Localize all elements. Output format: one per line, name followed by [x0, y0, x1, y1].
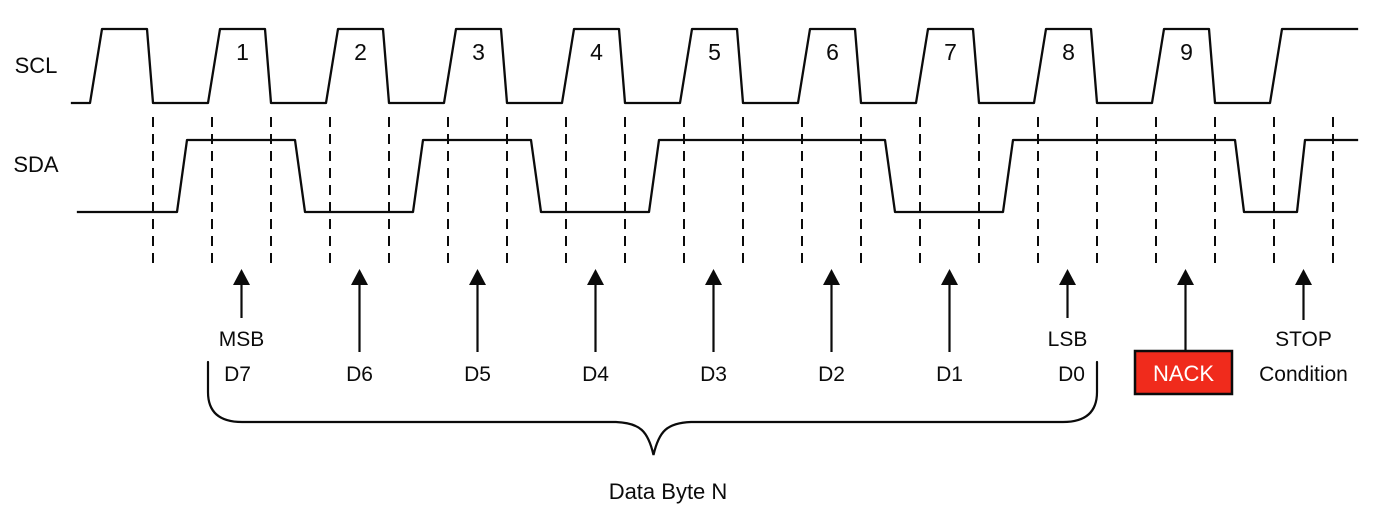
bit-label-d5: D5 [464, 363, 491, 386]
bit-label-d4: D4 [582, 363, 609, 386]
clock-number-6: 6 [826, 39, 839, 65]
clock-number-9: 9 [1180, 39, 1193, 65]
bit-label-d2: D2 [818, 363, 845, 386]
bit-label-d6: D6 [346, 363, 373, 386]
nack-arrow-icon [1177, 269, 1194, 351]
sda-waveform [76, 138, 1359, 214]
data-byte-label: Data Byte N [609, 479, 728, 504]
d3-arrow-icon [705, 269, 722, 352]
clock-number-2: 2 [354, 39, 367, 65]
stop-label-line2: Condition [1259, 363, 1348, 386]
sda-label: SDA [13, 152, 59, 177]
clock-number-7: 7 [944, 39, 957, 65]
bit-label-d3: D3 [700, 363, 727, 386]
clock-number-5: 5 [708, 39, 721, 65]
stop-label-line1: STOP [1275, 328, 1332, 351]
bit-boundary-dashed-lines [152, 117, 1334, 268]
d2-arrow-icon [823, 269, 840, 352]
clock-number-1: 1 [236, 39, 249, 65]
clock-number-8: 8 [1062, 39, 1075, 65]
nack-label: NACK [1153, 361, 1214, 386]
bit-label-d0: D0 [1058, 363, 1085, 386]
bit-label-d7: D7 [224, 363, 251, 386]
scl-waveform [70, 27, 1359, 105]
stop-arrow-icon [1295, 269, 1312, 320]
clock-number-3: 3 [472, 39, 485, 65]
lsb-label: LSB [1048, 328, 1088, 351]
clock-number-4: 4 [590, 39, 603, 65]
bit-pointer-arrows [233, 269, 1312, 352]
nack-box [1133, 349, 1234, 396]
d1-arrow-icon [941, 269, 958, 352]
d4-arrow-icon [587, 269, 604, 352]
data-byte-brace [206, 360, 1099, 456]
msb-arrow-icon [233, 269, 250, 318]
lsb-arrow-icon [1059, 269, 1076, 318]
d5-arrow-icon [469, 269, 486, 352]
bit-label-d1: D1 [936, 363, 963, 386]
msb-label: MSB [219, 328, 265, 351]
d6-arrow-icon [351, 269, 368, 352]
scl-label: SCL [15, 53, 58, 78]
